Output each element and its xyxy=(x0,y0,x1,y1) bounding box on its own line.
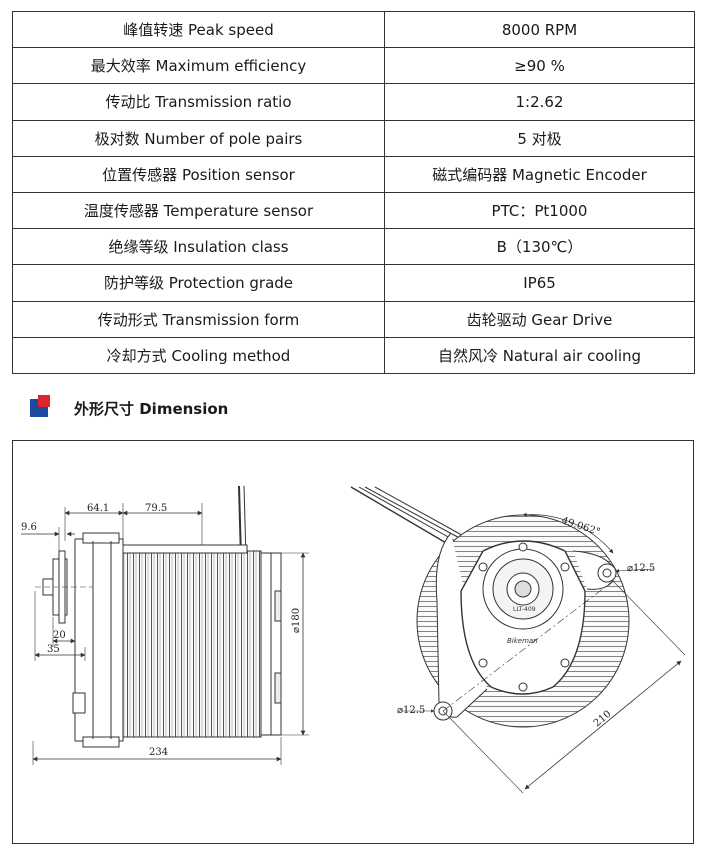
spec-value: 8000 RPM xyxy=(384,10,695,49)
dim-label-hole-left: ⌀12.5 xyxy=(397,705,425,716)
dim-label-hole-right: ⌀12.5 xyxy=(627,563,655,574)
front-view xyxy=(350,486,686,794)
side-view xyxy=(21,485,309,765)
dim-label-c: 9.6 xyxy=(21,522,37,533)
spec-value: 自然风冷 Natural air cooling xyxy=(384,336,695,374)
spec-value: ≥90 % xyxy=(384,47,695,85)
spec-value: IP65 xyxy=(384,264,695,302)
spec-value: PTC：Pt1000 xyxy=(384,191,695,230)
spec-param: 峰值转速 Peak speed xyxy=(12,10,385,49)
spec-param: 防护等级 Protection grade xyxy=(12,264,385,302)
dim-label-b: 79.5 xyxy=(145,503,167,514)
spec-value: 磁式编码器 Magnetic Encoder xyxy=(384,155,695,193)
section-header-dimension: 外形尺寸 Dimension xyxy=(30,395,330,421)
brand-label: Bikeman xyxy=(507,637,538,645)
motor-model-label: LLT-409 xyxy=(513,606,536,613)
dimension-drawing: 64.1 79.5 9.6 20 35 ⌀180 234 xyxy=(21,485,686,794)
spec-param: 温度传感器 Temperature sensor xyxy=(12,191,385,230)
dimension-drawing-frame: 64.1 79.5 9.6 20 35 ⌀180 234 xyxy=(12,440,694,844)
dim-label-radius: 210 xyxy=(592,709,614,730)
dim-label-length: 234 xyxy=(149,747,168,758)
dim-label-e: 35 xyxy=(47,644,60,655)
section-title: 外形尺寸 Dimension xyxy=(74,400,229,418)
spec-param: 绝缘等级 Insulation class xyxy=(12,228,385,266)
spec-param: 传动形式 Transmission form xyxy=(12,300,385,338)
spec-param: 冷却方式 Cooling method xyxy=(12,336,385,374)
spec-value: 齿轮驱动 Gear Drive xyxy=(384,300,695,338)
spec-param: 位置传感器 Position sensor xyxy=(12,155,385,193)
dim-label-height: ⌀180 xyxy=(291,608,302,633)
dim-label-d: 20 xyxy=(53,630,66,641)
spec-row: 最大效率 Maximum efficiency≥90 % xyxy=(12,47,695,85)
spec-param: 传动比 Transmission ratio xyxy=(12,83,385,121)
dim-label-a: 64.1 xyxy=(87,503,109,514)
spec-param: 最大效率 Maximum efficiency xyxy=(12,47,385,85)
section-icon-red-square xyxy=(38,395,50,407)
spec-param: 极对数 Number of pole pairs xyxy=(12,119,385,157)
spec-value: 5 对极 xyxy=(384,119,695,157)
spec-value: 1:2.62 xyxy=(384,83,695,121)
spec-value: B（130℃） xyxy=(384,228,695,266)
